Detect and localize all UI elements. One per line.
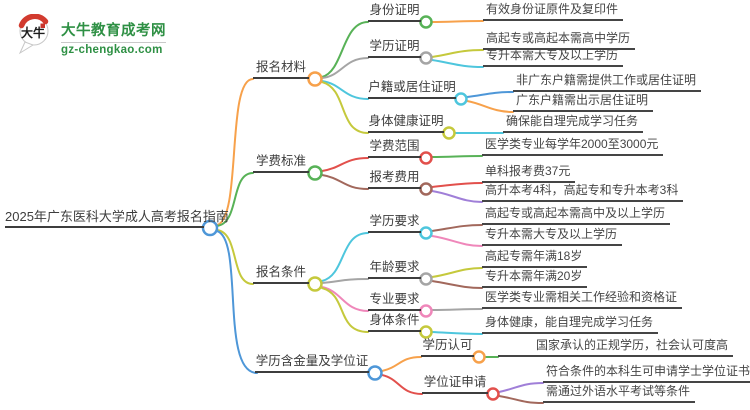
leaf-valid-id-original-copy: 有效身份证原件及复印件 [483, 2, 624, 21]
branch-degree-value: 学历含金量及学位证 [255, 354, 369, 373]
node-major-requirement: 专业要求 [368, 292, 421, 311]
node-exam-fee: 报考费用 [368, 170, 421, 189]
logo-domain: gz-chengkao.com [61, 44, 163, 56]
node-age-requirement: 年龄要求 [368, 260, 421, 279]
leaf-age-20-required: 专升本需年满20岁 [482, 269, 588, 288]
leaf-highschool-or-above: 高起专或高起本需高中及以上学历 [482, 206, 671, 225]
leaf-non-guangdong-work-residence-proof: 非广东户籍需提供工作或居住证明 [513, 73, 702, 92]
leaf-guangdong-residence-proof: 广东户籍需出示居住证明 [513, 93, 654, 112]
node-education-proof: 学历证明 [368, 39, 421, 58]
branch-registration-conditions: 报名条件 [253, 265, 309, 284]
leaf-college-diploma-needed: 专升本需大专及以上学历 [483, 48, 624, 67]
leaf-healthy-self-care: 身体健康，能自理完成学习任务 [482, 315, 659, 334]
leaf-age-18-required: 高起专需年满18岁 [482, 249, 588, 268]
branch-tuition-standard: 学费标准 [253, 154, 309, 173]
leaf-fee-37-per-subject: 单科报考费37元 [482, 164, 576, 183]
logo-title: 大牛教育成考网 [61, 23, 166, 39]
node-degree-application: 学位证申请 [422, 375, 488, 394]
leaf-college-or-above: 专升本需大专及以上学历 [482, 227, 623, 246]
logo-badge-text: 大牛 [21, 25, 45, 40]
logo-badge-icon: 大牛 [18, 14, 49, 55]
node-physical-condition: 身体条件 [368, 313, 421, 332]
leaf-highschool-diploma-needed: 高起专或高起本需高中学历 [483, 31, 636, 50]
node-identity-proof: 身份证明 [368, 3, 421, 22]
node-health-proof: 身体健康证明 [368, 114, 444, 133]
leaf-bachelor-degree-application: 符合条件的本科生可申请学士学位证书 [543, 364, 750, 383]
node-residence-proof: 户籍或居住证明 [368, 80, 456, 99]
logo: 大牛 大牛教育成考网 gz-chengkao.com [18, 14, 166, 56]
leaf-foreign-language-test-required: 需通过外语水平考试等条件 [543, 384, 696, 403]
branch-registration-materials: 报名材料 [253, 60, 309, 79]
leaf-subject-counts: 高升本考4科，高起专和专升本考3科 [482, 183, 684, 202]
root-node: 2025年广东医科大学成人高考报名指南 [5, 209, 229, 228]
node-tuition-range: 学费范围 [368, 139, 421, 158]
logo-text-block: 大牛教育成考网 gz-chengkao.com [61, 14, 166, 56]
node-ports [201, 15, 500, 401]
leaf-medical-experience-certificate: 医学类专业需相关工作经验和资格证 [482, 290, 683, 309]
node-degree-recognition: 学历认可 [421, 338, 474, 357]
branch-connector-lines [216, 20, 544, 404]
leaf-state-recognized-degree: 国家承认的正规学历，社会认可度高 [498, 338, 734, 357]
leaf-tuition-2000-3000-per-year: 医学类专业每学年2000至3000元 [482, 137, 664, 156]
leaf-self-care-study-ability: 确保能自理完成学习任务 [503, 114, 644, 133]
logo-divider [61, 42, 166, 43]
node-education-requirement: 学历要求 [368, 214, 421, 233]
